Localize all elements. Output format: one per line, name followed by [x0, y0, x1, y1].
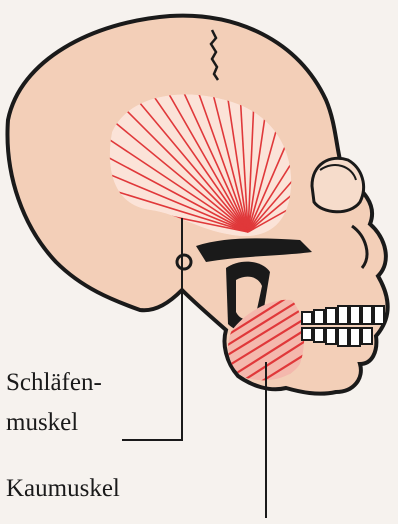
eye-orbit: [312, 158, 364, 211]
temporalis-label-line2: muskel: [6, 408, 78, 438]
temporalis-label-line1: Schläfen-: [6, 368, 102, 398]
masseter-label: Kaumuskel: [6, 474, 120, 504]
jaw-joint: [177, 255, 191, 269]
